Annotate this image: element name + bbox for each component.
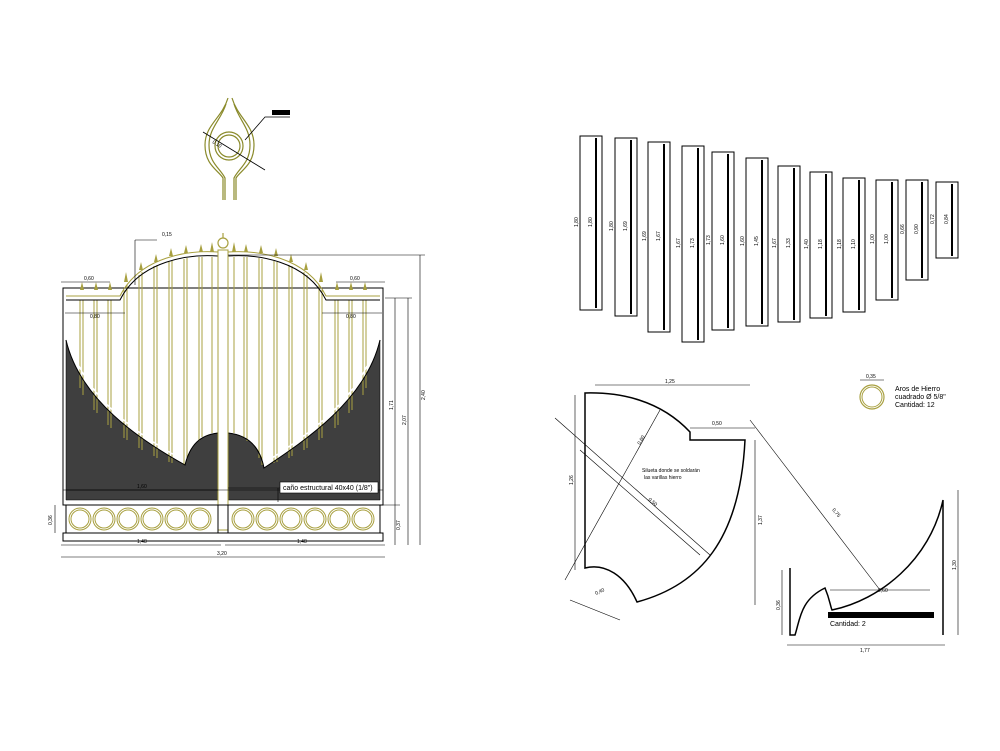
- curve-dim-left: 0,36: [776, 600, 782, 610]
- bar-inner-label: 1,80: [588, 217, 594, 227]
- bar-label: 0,66: [900, 224, 906, 234]
- ring-dim: 0,35: [866, 374, 876, 380]
- bar-label: 1,00: [870, 234, 876, 244]
- bar-outline: [647, 141, 671, 333]
- arc-dim-radius2: 0,50: [647, 497, 658, 508]
- bar-label: 1,73: [706, 235, 712, 245]
- arc-dim-right: 1,37: [758, 515, 764, 525]
- arc-dim-notch: 0,50: [712, 421, 722, 427]
- bar-outline: [745, 157, 769, 327]
- dim-inner-right: 0,80: [346, 314, 356, 320]
- bar-inner-label: 0,90: [914, 224, 920, 234]
- ring-line-2: cuadrado Ø 5/8": [895, 394, 946, 401]
- bar-inner-label: 0,84: [944, 214, 950, 224]
- dim-bottom-left: 1,48: [137, 539, 147, 545]
- bar-inner-label: 1,33: [786, 238, 792, 248]
- bar-inner-label: 1,60: [720, 235, 726, 245]
- bar-label: 1,67: [772, 238, 778, 248]
- dim-right-h2: 2,07: [402, 415, 408, 425]
- arc-dim-top: 1,25: [665, 379, 675, 385]
- curve-qty: Cantidad: 2: [830, 621, 866, 628]
- bar-label: 1,69: [642, 231, 648, 241]
- bar-label: 1,40: [804, 239, 810, 249]
- bar-inner-label: 1,73: [690, 238, 696, 248]
- bar-inner-label: 1,00: [884, 234, 890, 244]
- curve-dim-small: 0,60: [878, 588, 888, 594]
- bar-outline: [935, 181, 959, 259]
- ring-detail: [859, 379, 885, 410]
- bar-schedule: 1,80 1,80 1,80 1,69 1,69 1,67 1,67 1,73 1,73 1,60…: [574, 135, 959, 343]
- bar-outline: [809, 171, 833, 319]
- gate-bars: [79, 257, 367, 465]
- gate-rings: [68, 507, 375, 531]
- ornament-dim-label: 0,10: [211, 140, 223, 150]
- dim-bottom-right: 1,48: [297, 539, 307, 545]
- gate-elevation: [62, 233, 384, 542]
- bar-outline: [579, 135, 603, 311]
- ring-line-3: Cantidad: 12: [895, 402, 935, 409]
- bar-inner-label: 1,45: [754, 236, 760, 246]
- ornament-detail: [204, 97, 255, 200]
- bar-outline: [777, 165, 801, 323]
- dim-right-h3: 2,40: [421, 390, 427, 400]
- dim-inner-left: 0,80: [90, 314, 100, 320]
- curve-dim-bottom: 1,77: [860, 648, 870, 654]
- bar-inner-label: 1,67: [656, 231, 662, 241]
- bar-inner-label: 1,18: [818, 239, 824, 249]
- arc-detail: [554, 384, 881, 621]
- bar-label: 1,80: [574, 217, 580, 227]
- bar-label: 1,80: [609, 221, 615, 231]
- bar-inner-label: 1,10: [851, 239, 857, 249]
- arc-dim-radius1: 0,60: [637, 434, 647, 446]
- dim-spike: 0,15: [162, 232, 172, 238]
- bar-label: 1,60: [740, 236, 746, 246]
- dim-top-right: 0,60: [350, 276, 360, 282]
- frame-note: caño estructural 40x40 (1/8"): [283, 485, 373, 492]
- dim-mid-left: 1,60: [137, 484, 147, 490]
- dim-left-h: 0,36: [48, 515, 54, 525]
- arc-title-2: las varillas hierro: [644, 475, 682, 481]
- arc-title-1: Silueta donde se soldarán: [642, 468, 700, 474]
- bar-outline: [711, 151, 735, 331]
- bar-label: 0,72: [930, 214, 936, 224]
- dim-right-h1: 1,71: [389, 400, 395, 410]
- bar-outline: [875, 179, 899, 301]
- ring-line-1: Aros de Hierro: [895, 386, 940, 393]
- bar-inner-label: 1,69: [623, 221, 629, 231]
- bar-outline: [681, 145, 705, 343]
- dim-bottom-total: 3,20: [217, 551, 227, 557]
- arc-dim-bottom-left: 0,40: [594, 587, 606, 597]
- dim-right-h4: 0,37: [396, 520, 402, 530]
- bar-outline: [614, 137, 638, 317]
- bar-outline: [842, 177, 866, 313]
- arc-dim-left: 1,26: [569, 475, 575, 485]
- bar-label: 1,18: [837, 239, 843, 249]
- curve-dim-diag: 0,75: [830, 507, 841, 518]
- bar-label: 1,67: [676, 238, 682, 248]
- bar-outline: [905, 179, 929, 281]
- curve-dim-right: 1,30: [952, 560, 958, 570]
- dim-top-left: 0,60: [84, 276, 94, 282]
- curve-detail: [781, 490, 959, 646]
